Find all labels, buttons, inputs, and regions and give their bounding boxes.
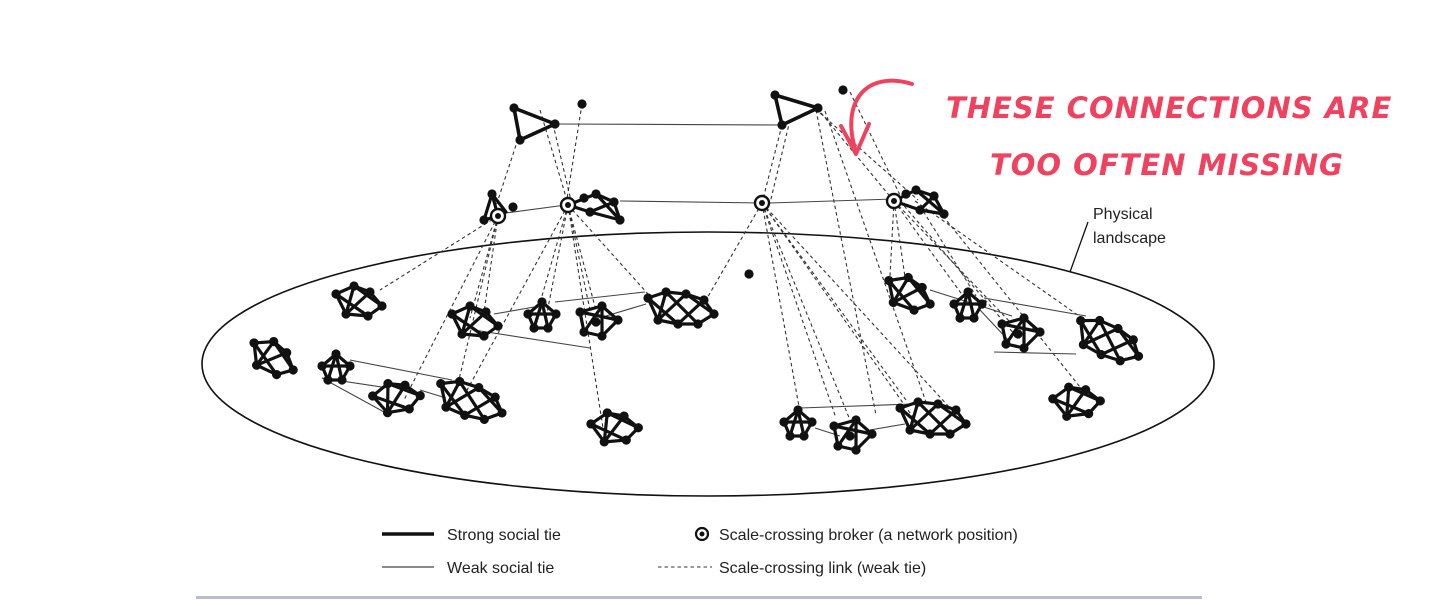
top-cluster-right bbox=[770, 85, 848, 130]
legend: Strong social tie Weak social tie Scale-… bbox=[382, 526, 1018, 577]
legend-weak-label: Weak social tie bbox=[447, 560, 554, 577]
bottom-rule bbox=[196, 596, 1202, 599]
legend-link-label: Scale-crossing link (weak tie) bbox=[719, 560, 926, 577]
annotation-arrow bbox=[849, 78, 914, 154]
annotation: THESE CONNECTIONS ARE TOO OFTEN MISSING bbox=[839, 78, 1392, 182]
legend-broker-swatch bbox=[694, 526, 710, 542]
svg-text:TOO OFTEN MISSING: TOO OFTEN MISSING bbox=[990, 148, 1344, 182]
svg-text:landscape: landscape bbox=[1093, 230, 1166, 247]
legend-broker-label: Scale-crossing broker (a network positio… bbox=[719, 527, 1018, 544]
mid-cluster-2 bbox=[566, 189, 625, 225]
top-cluster-left bbox=[509, 99, 587, 145]
landscape-label: Physical landscape bbox=[1069, 206, 1166, 273]
isolated-node bbox=[744, 269, 754, 279]
weak-ties bbox=[321, 123, 1087, 437]
annotation-arrowhead bbox=[839, 122, 871, 156]
landscape-ellipse bbox=[201, 231, 1215, 497]
scale-crossing-links bbox=[379, 91, 1085, 429]
ground-clusters bbox=[239, 265, 1153, 457]
mid-cluster-4 bbox=[892, 185, 949, 219]
svg-text:Physical: Physical bbox=[1093, 206, 1153, 223]
svg-text:THESE CONNECTIONS ARE: THESE CONNECTIONS ARE bbox=[946, 91, 1392, 125]
legend-strong-label: Strong social tie bbox=[447, 527, 561, 544]
broker-nodes bbox=[489, 192, 903, 225]
